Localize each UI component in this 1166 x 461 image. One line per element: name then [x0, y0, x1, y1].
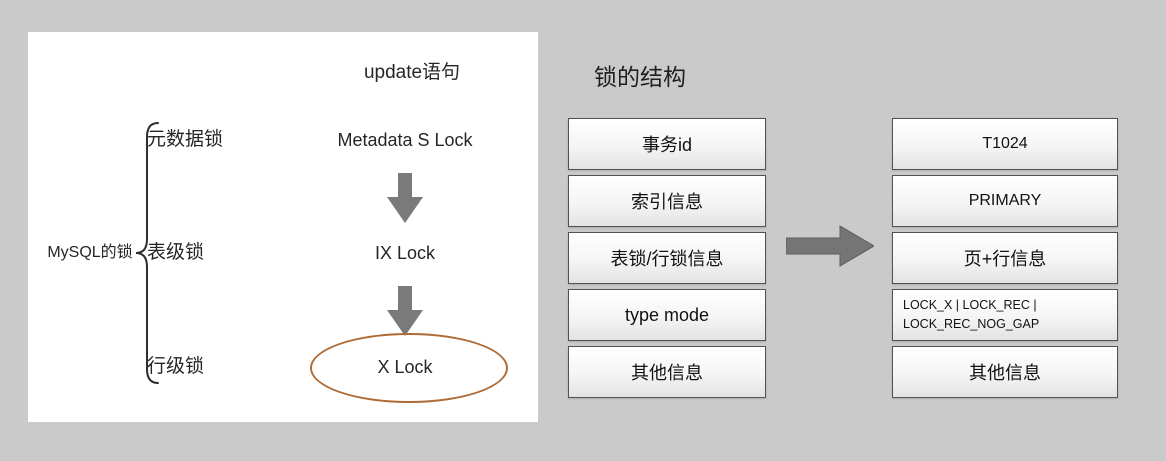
down-arrow-icon: [387, 173, 423, 223]
structure-field-index-info: 索引信息: [568, 175, 766, 227]
lock-structure-stack: 事务id 索引信息 表锁/行锁信息 type mode 其他信息: [568, 118, 766, 398]
right-arrow-icon: [786, 225, 874, 267]
lock-example-stack: T1024 PRIMARY 页+行信息 LOCK_X | LOCK_REC | …: [892, 118, 1118, 398]
branch-value-metadata-s-lock: Metadata S Lock: [337, 130, 473, 150]
branch-value-x-lock: X Lock: [377, 357, 433, 377]
mysql-lock-root-label: MySQL的锁: [47, 244, 133, 261]
structure-field-other-info: 其他信息: [568, 346, 766, 398]
lock-structure-title: 锁的结构: [594, 64, 686, 90]
example-field-transaction-id: T1024: [892, 118, 1118, 170]
curly-brace-icon: [135, 122, 159, 384]
example-field-type-mode: LOCK_X | LOCK_REC | LOCK_REC_NOG_GAP: [892, 289, 1118, 341]
structure-field-type-mode: type mode: [568, 289, 766, 341]
structure-field-transaction-id: 事务id: [568, 118, 766, 170]
x-lock-highlight-ellipse: [310, 333, 508, 403]
down-arrow-icon: [387, 286, 423, 336]
branch-label-row-lock: 行级锁: [147, 356, 205, 377]
branch-label-table-lock: 表级锁: [147, 242, 205, 263]
example-field-page-row-info: 页+行信息: [892, 232, 1118, 284]
update-statement-label: update语句: [363, 62, 461, 83]
example-field-other-info: 其他信息: [892, 346, 1118, 398]
example-field-index-info: PRIMARY: [892, 175, 1118, 227]
structure-field-table-row-lock-info: 表锁/行锁信息: [568, 232, 766, 284]
mysql-lock-panel: update语句 MySQL的锁 元数据锁 Metadata S Lock 表级…: [28, 32, 538, 422]
branch-label-metadata-lock: 元数据锁: [147, 129, 224, 150]
branch-value-ix-lock: IX Lock: [374, 243, 436, 263]
